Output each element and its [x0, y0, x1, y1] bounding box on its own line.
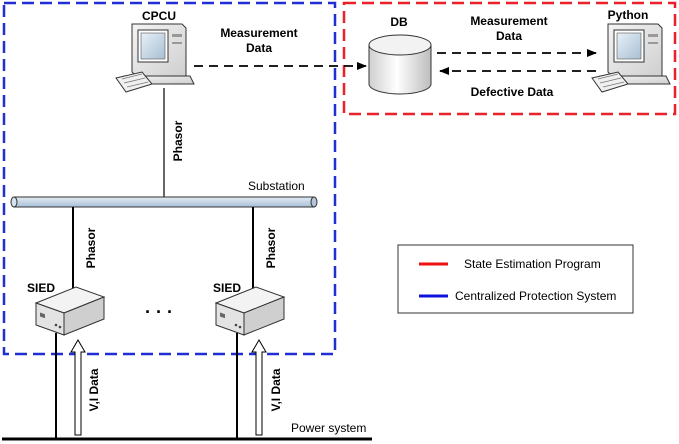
phasor-right-label: Phasor	[264, 227, 278, 268]
sied-left-label: SIED	[27, 281, 55, 295]
defective-data-label: Defective Data	[471, 85, 554, 99]
vi-data-left-arrow	[70, 339, 86, 436]
substation-bus	[10, 196, 318, 208]
vi-data-right-label: V,I Data	[269, 368, 283, 411]
db-measurement-label-line2: Data	[496, 29, 522, 43]
db-measurement-label-line1: Measurement	[470, 14, 547, 28]
centralized-protection-boundary	[2, 1, 337, 356]
cpcu-measurement-label-line2: Data	[246, 41, 272, 55]
cpcu-computer-icon	[115, 23, 195, 93]
sied-left-device-icon	[34, 286, 106, 336]
legend: State Estimation Program Centralized Pro…	[397, 244, 634, 314]
phasor-top-label: Phasor	[171, 120, 185, 161]
vi-data-left-label: V,I Data	[87, 368, 101, 411]
sied-ellipsis: · · ·	[145, 302, 173, 322]
substation-label: Substation	[248, 179, 305, 193]
power-system-label: Power system	[291, 421, 366, 435]
legend-label-centralized-protection: Centralized Protection System	[455, 289, 616, 303]
sied-right-device-icon	[214, 286, 286, 336]
sied-right-label: SIED	[213, 281, 241, 295]
legend-box	[397, 244, 634, 314]
vi-data-right-arrow	[251, 339, 267, 436]
python-computer-icon	[591, 23, 671, 93]
state-estimation-boundary	[342, 1, 677, 116]
cpcu-measurement-label-line1: Measurement	[220, 26, 297, 40]
legend-label-state-estimation: State Estimation Program	[464, 257, 601, 271]
cpcu-label: CPCU	[142, 9, 176, 23]
database-icon	[368, 34, 432, 95]
phasor-left-label: Phasor	[84, 227, 98, 268]
db-label: DB	[390, 15, 408, 29]
python-label: Python	[608, 8, 649, 22]
